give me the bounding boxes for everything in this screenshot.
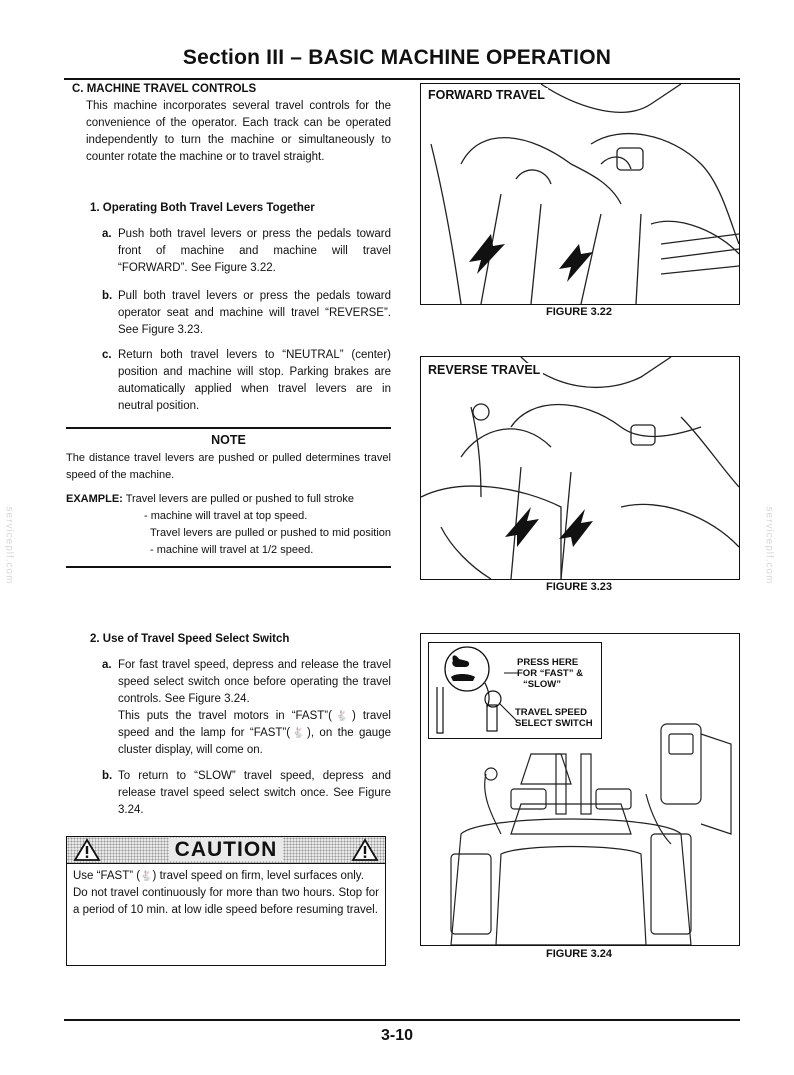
caution-word: CAUTION <box>168 838 284 861</box>
list-text: Return both travel levers to “NEUTRAL” (… <box>118 349 391 412</box>
callout-box: PRESS HERE FOR “FAST” & “SLOW” TRAVEL SP… <box>428 642 602 739</box>
caution-text: Use “FAST” ( <box>73 870 141 882</box>
callout-line: “SLOW” <box>523 679 561 690</box>
note-text: The distance travel levers are pushed or… <box>66 452 391 481</box>
header-rule <box>64 78 740 80</box>
list-item: a. Push both travel levers or press the … <box>102 226 391 277</box>
section-intro: This machine incorporates several travel… <box>86 100 391 163</box>
caution-text: Do not travel continuously for more than… <box>73 887 379 916</box>
note-title: NOTE <box>211 433 246 447</box>
list-marker: b. <box>102 290 113 302</box>
callout-line: FOR “FAST” & <box>517 668 583 679</box>
caution-text: ) travel speed on firm, level surfaces o… <box>152 870 364 882</box>
list-text: To return to “SLOW” travel speed, depres… <box>118 770 391 816</box>
figure-label: REVERSE TRAVEL <box>425 363 544 377</box>
example-line3: Travel levers are pulled or pushed to mi… <box>150 527 391 556</box>
note-rule-bottom <box>66 566 391 568</box>
page-number: 3-10 <box>380 1027 414 1044</box>
section-heading: C. MACHINE TRAVEL CONTROLS <box>72 83 257 95</box>
rabbit-icon: 🐇 <box>140 871 153 882</box>
subsection-heading: 1. Operating Both Travel Levers Together <box>90 202 315 214</box>
figure-caption: FIGURE 3.24 <box>545 948 613 960</box>
figure-forward-travel: FORWARD TRAVEL <box>420 83 740 305</box>
rabbit-icon: 🐇 <box>331 711 353 722</box>
footer-rule <box>64 1019 740 1021</box>
reverse-travel-illustration <box>421 357 739 579</box>
callout-line: SELECT SWITCH <box>515 718 593 729</box>
list-text: This puts the travel motors in “FAST”( <box>118 710 332 722</box>
caution-body: Use “FAST” (🐇) travel speed on firm, lev… <box>67 864 385 923</box>
caution-header: CAUTION <box>67 837 385 864</box>
example-line2: - machine will travel at top speed. <box>144 510 308 522</box>
list-marker: a. <box>102 659 112 671</box>
callout-text: PRESS HERE FOR “FAST” & “SLOW” <box>517 657 583 690</box>
list-item: b. To return to “SLOW” travel speed, dep… <box>102 768 391 819</box>
callout-line: PRESS HERE <box>517 657 579 668</box>
warning-triangle-icon <box>73 838 101 861</box>
figure-travel-speed-switch: PRESS HERE FOR “FAST” & “SLOW” TRAVEL SP… <box>420 633 740 946</box>
note-rule-top <box>66 427 391 429</box>
caution-box: CAUTION Use “FAST” (🐇) travel speed on f… <box>66 836 386 966</box>
figure-caption: FIGURE 3.23 <box>545 581 613 593</box>
list-item: a. For fast travel speed, depress and re… <box>102 657 391 759</box>
figure-caption: FIGURE 3.22 <box>545 306 613 318</box>
warning-triangle-icon <box>351 838 379 861</box>
list-text: Push both travel levers or press the ped… <box>118 228 391 274</box>
list-text: ) travel speed and the lamp for “FAST”( <box>118 710 391 739</box>
watermark-right: serviceplf.com <box>763 506 775 585</box>
list-marker: b. <box>102 770 113 782</box>
example-line1: Travel levers are pulled or pushed to fu… <box>125 493 354 505</box>
list-text: Pull both travel levers or press the ped… <box>118 290 391 336</box>
list-text: ), on the gauge cluster display, will co… <box>118 727 391 756</box>
example-label: EXAMPLE: <box>66 493 123 505</box>
forward-travel-illustration <box>430 84 739 304</box>
rabbit-icon: 🐇 <box>290 728 307 739</box>
list-text: For fast travel speed, depress and relea… <box>118 659 391 705</box>
subsection-heading: 2. Use of Travel Speed Select Switch <box>90 633 290 645</box>
watermark-left: serviceplf.com <box>3 506 15 585</box>
travel-speed-switch-illustration <box>450 674 732 945</box>
list-marker: a. <box>102 228 112 240</box>
list-marker: c. <box>102 349 112 361</box>
note-example: EXAMPLE: Travel levers are pulled or pus… <box>66 491 391 508</box>
page-title: Section III – BASIC MACHINE OPERATION <box>182 46 612 69</box>
list-item: c. Return both travel levers to “NEUTRAL… <box>102 347 391 415</box>
callout-line: TRAVEL SPEED <box>515 707 587 718</box>
list-item: b. Pull both travel levers or press the … <box>102 288 391 339</box>
figure-label: FORWARD TRAVEL <box>425 88 548 102</box>
figure-reverse-travel: REVERSE TRAVEL <box>420 356 740 580</box>
switch-detail-illustration <box>436 646 519 734</box>
callout-text: TRAVEL SPEED SELECT SWITCH <box>515 707 593 729</box>
